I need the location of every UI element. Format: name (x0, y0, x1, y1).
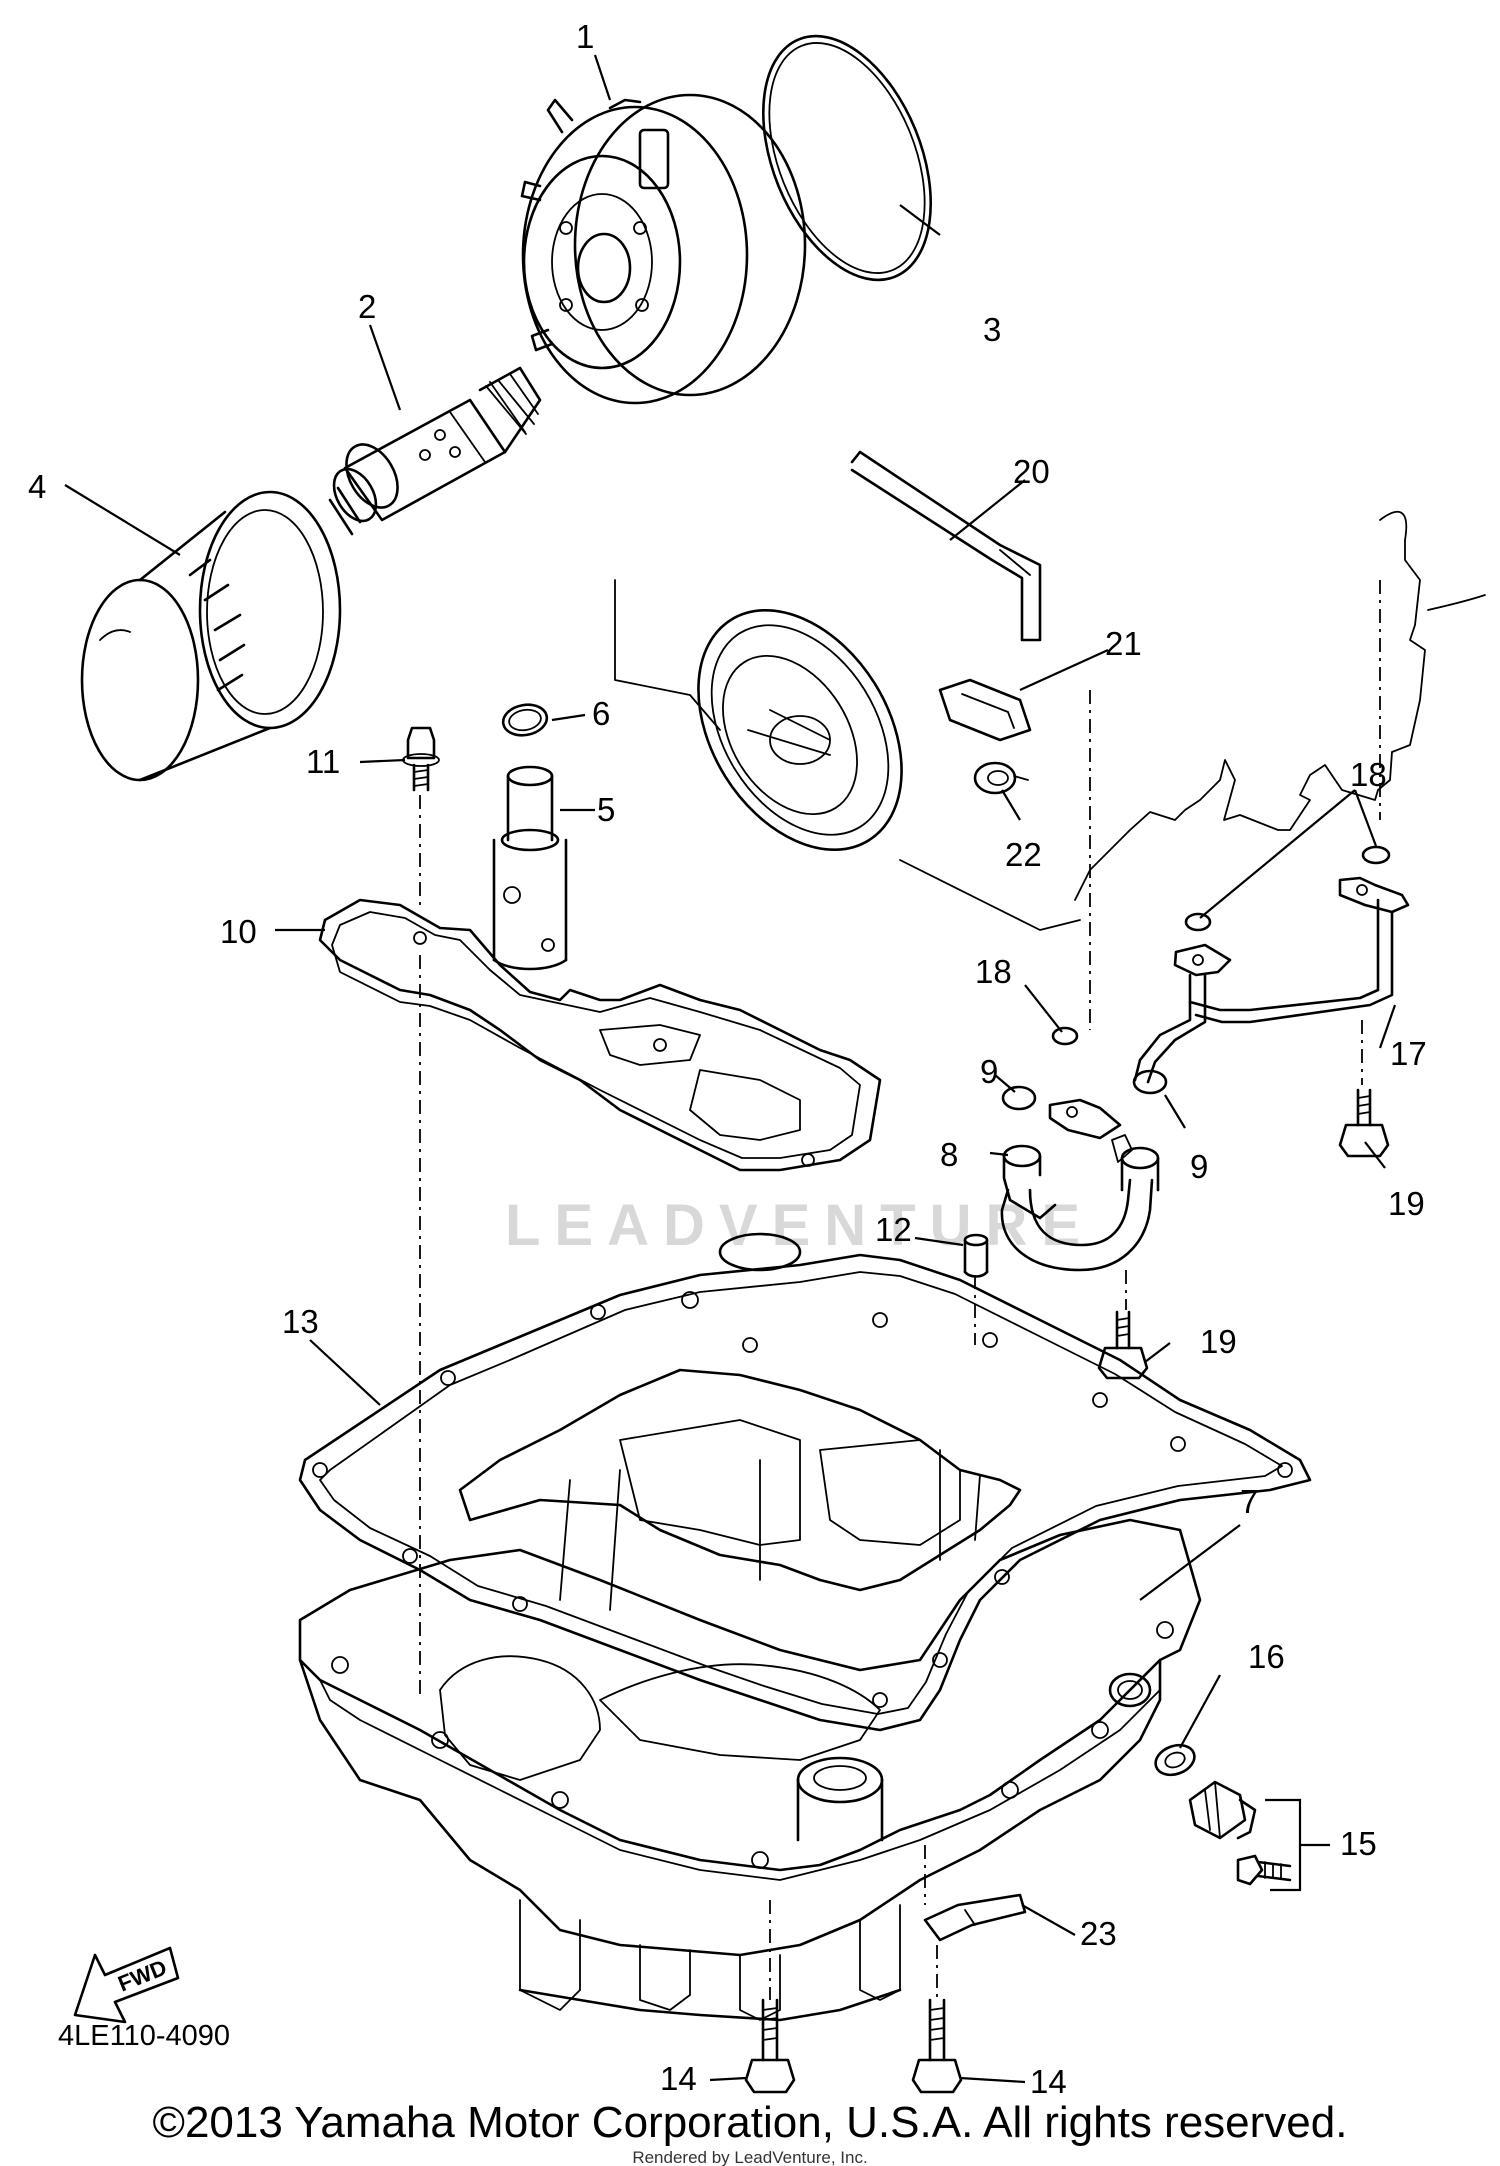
oil-filter-part-4 (80, 490, 342, 782)
callout-18: 18 (1350, 756, 1387, 793)
forward-arrow-icon: FWD (73, 1946, 180, 2024)
bolt-part-11 (402, 726, 440, 792)
callout-15: 15 (1340, 1825, 1377, 1862)
callout-10: 10 (220, 913, 257, 950)
oil-strainer-part-10 (318, 898, 882, 1172)
callout-7: 7 (1240, 1483, 1259, 1520)
pipe-part-20 (850, 450, 1042, 642)
callout-1: 1 (576, 18, 595, 55)
callout-6: 6 (592, 695, 611, 732)
crankcase-pulley-outline (614, 579, 1081, 931)
callout-11: 11 (306, 743, 341, 780)
callout-17: 17 (1390, 1035, 1427, 1072)
watermark-text: LEADVENTURE (505, 1193, 1094, 1258)
callout-20: 20 (1013, 453, 1050, 490)
bolt-part-14 (744, 1998, 963, 2094)
gasket-part-13 (298, 1232, 1312, 1732)
leader-lines (64, 54, 1397, 2084)
callout-9: 9 (980, 1053, 999, 1090)
engine-case-edge (1074, 510, 1486, 901)
drain-bolt-part-15 (1188, 1780, 1292, 1886)
o-ring-part-3 (761, 34, 933, 282)
oil-pan-part-7 (298, 1368, 1202, 2022)
callout-18: 18 (975, 953, 1012, 990)
callout-23: 23 (1080, 1915, 1117, 1952)
callout-12: 12 (875, 1211, 912, 1248)
clip-part-22 (973, 761, 1029, 795)
union-bolt-part-2 (328, 366, 542, 536)
callout-5: 5 (597, 791, 616, 828)
callout-19: 19 (1200, 1323, 1237, 1360)
callout-9: 9 (1190, 1148, 1209, 1185)
callout-14: 14 (660, 2060, 697, 2097)
callout-19: 19 (1388, 1185, 1425, 1222)
callout-22: 22 (1005, 836, 1042, 873)
callout-3: 3 (983, 311, 1002, 348)
dowel-pin-part-12 (963, 1233, 989, 1278)
bolt-part-19 (1097, 1088, 1390, 1380)
callout-21: 21 (1105, 625, 1142, 662)
gasket-part-16 (1154, 1743, 1196, 1777)
callout-8: 8 (940, 1136, 959, 1173)
o-ring-part-18 (1051, 845, 1391, 1046)
alignment-lines (419, 580, 1381, 2000)
copyright-notice: ©2013 Yamaha Motor Corporation, U.S.A. A… (152, 2098, 1348, 2147)
callout-16: 16 (1248, 1638, 1285, 1675)
callout-14: 14 (1030, 2063, 1067, 2100)
oil-pipe-part-8 (1000, 1098, 1160, 1272)
callout-13: 13 (282, 1303, 319, 1340)
drawing-code: 4LE110-4090 (58, 2020, 231, 2052)
rendered-by-notice: Rendered by LeadVenture, Inc. (632, 2148, 868, 2166)
o-ring-part-6 (501, 703, 549, 737)
oil-cooler-part-1 (520, 93, 807, 405)
o-ring-part-9 (1001, 1069, 1168, 1111)
bracket-part-23 (923, 1893, 1027, 1942)
damper-part-21 (938, 678, 1032, 742)
pipe-part-5 (492, 765, 568, 971)
callout-4: 4 (28, 468, 47, 505)
callout-2: 2 (358, 288, 377, 325)
oil-pipe-part-17 (1133, 876, 1410, 1084)
